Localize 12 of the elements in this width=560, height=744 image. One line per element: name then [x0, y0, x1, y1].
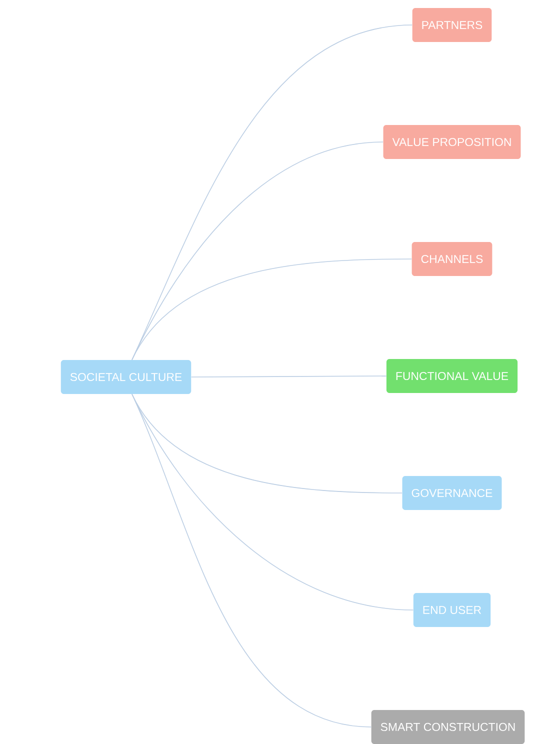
connector-line: [190, 376, 387, 378]
topic-box: CHANNELS: [412, 242, 492, 276]
topic-box: FUNCTIONAL VALUE: [386, 359, 518, 393]
connector-line: [132, 394, 372, 728]
topic-box: VALUE PROPOSITION: [383, 125, 521, 159]
connector-line: [132, 24, 413, 360]
connector-line: [132, 258, 412, 360]
topic-box: END USER: [413, 593, 491, 627]
topic-box: GOVERNANCE: [402, 476, 502, 510]
topic-box: PARTNERS: [412, 8, 492, 42]
topic-box: SOCIETAL CULTURE: [60, 360, 192, 394]
topic-box: SMART CONSTRUCTION: [371, 710, 525, 744]
